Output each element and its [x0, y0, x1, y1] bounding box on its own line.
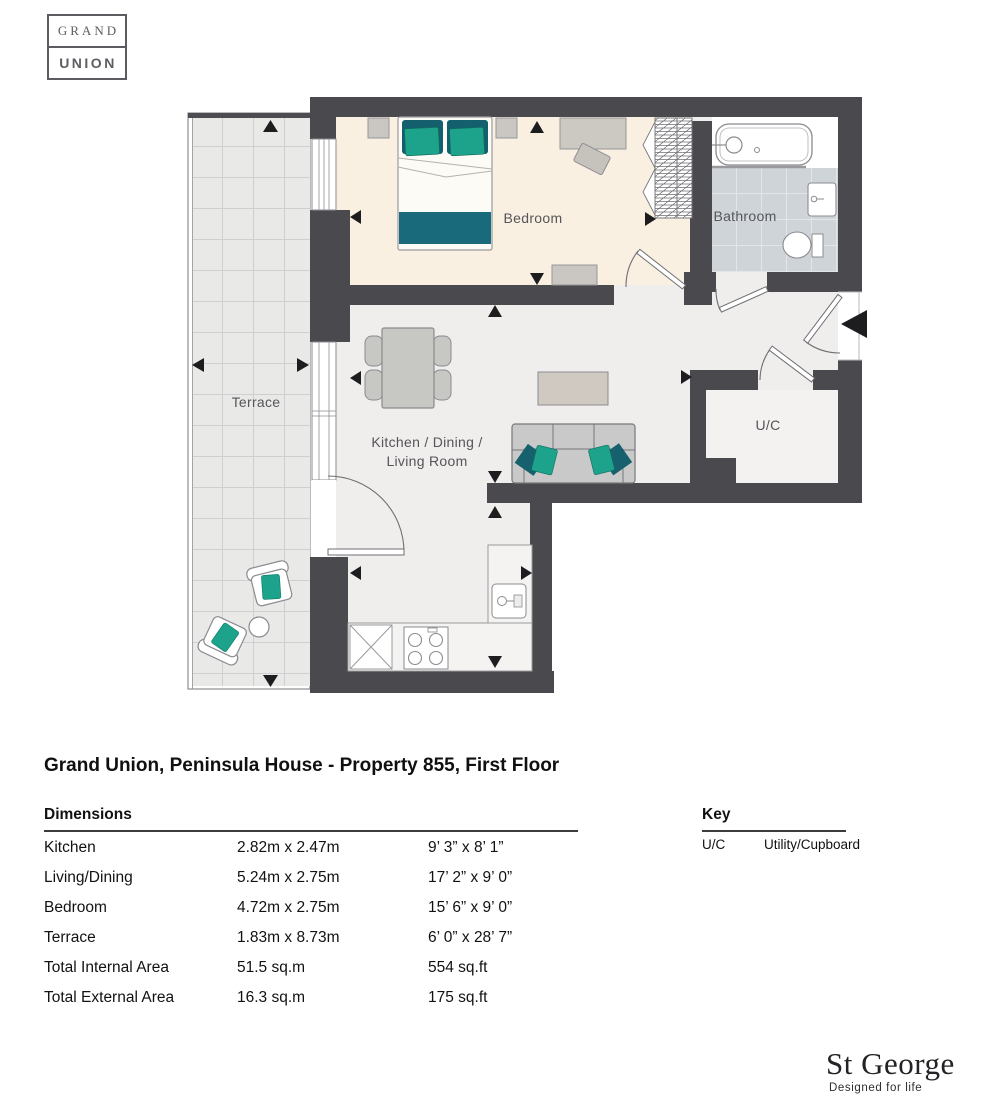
table-row: Total External Area 16.3 sq.m 175 sq.ft	[44, 989, 604, 1011]
terrace-furniture	[197, 560, 293, 666]
walls	[310, 97, 862, 693]
bathtub	[712, 123, 813, 169]
terrace-window	[311, 138, 337, 211]
dim-label: Total Internal Area	[44, 959, 169, 976]
kitchen-label-line1: Kitchen / Dining /	[371, 434, 482, 450]
dim-label: Total External Area	[44, 989, 175, 1006]
terrace-arrow-left-icon	[192, 358, 204, 372]
doors	[327, 248, 862, 556]
uc-label: U/C	[755, 417, 780, 433]
terrace	[187, 112, 311, 690]
terrace-label: Terrace	[232, 394, 281, 410]
coffee-table	[537, 371, 609, 406]
table-row: Bedroom 4.72m x 2.75m 15’ 6” x 9’ 0”	[44, 899, 604, 921]
hob	[403, 626, 449, 670]
bedroom-label: Bedroom	[504, 210, 563, 226]
terrace-chair-2	[197, 616, 247, 666]
dim-metric: 5.24m x 2.75m	[237, 869, 340, 886]
bedside-table-left	[367, 117, 390, 139]
page-title: Grand Union, Peninsula House - Property …	[44, 755, 560, 776]
terrace-side-table	[248, 616, 270, 638]
bathroom-door	[715, 286, 769, 313]
dimensions-header: Dimensions	[44, 806, 132, 823]
living-arrow-up-icon	[488, 305, 502, 317]
living-arrow-right-icon	[681, 370, 692, 384]
dining-set	[364, 327, 452, 409]
bed	[397, 116, 493, 251]
dim-metric: 2.82m x 2.47m	[237, 839, 340, 856]
key-abbr: U/C	[702, 837, 726, 852]
kitchen-counter	[347, 544, 533, 672]
terrace-arrow-right-icon	[297, 358, 309, 372]
table-row: Kitchen 2.82m x 2.47m 9’ 3” x 8’ 1”	[44, 839, 604, 861]
bedroom-arrow-left-icon	[350, 210, 361, 224]
dim-label: Kitchen	[44, 839, 96, 856]
kitchen-arrow-left-icon	[350, 566, 361, 580]
terrace-chair-1	[246, 560, 293, 607]
dim-imperial: 175 sq.ft	[428, 989, 488, 1006]
wardrobe	[642, 117, 693, 219]
bedroom-arrow-down-icon	[530, 273, 544, 285]
entrance-door	[802, 291, 862, 361]
table-row: Total Internal Area 51.5 sq.m 554 sq.ft	[44, 959, 604, 981]
key-underline	[702, 830, 846, 832]
desk	[559, 117, 627, 150]
terrace-arrow-up-icon	[263, 120, 278, 132]
measure-arrow-icons	[192, 120, 867, 687]
brand-tagline: Designed for life	[829, 1082, 923, 1094]
bedroom-dresser	[551, 264, 598, 286]
dimensions-underline	[44, 830, 578, 832]
dim-metric: 4.72m x 2.75m	[237, 899, 340, 916]
brand-name: St George	[826, 1046, 955, 1081]
bathroom-label: Bathroom	[713, 208, 776, 224]
bathroom-sink	[807, 182, 837, 217]
kitchen-arrow-right-icon	[521, 566, 532, 580]
dim-label: Living/Dining	[44, 869, 133, 886]
dim-imperial: 15’ 6” x 9’ 0”	[428, 899, 513, 916]
kitchen-label-line2: Living Room	[386, 453, 467, 469]
dim-imperial: 9’ 3” x 8’ 1”	[428, 839, 504, 856]
table-row: Living/Dining 5.24m x 2.75m 17’ 2” x 9’ …	[44, 869, 604, 891]
grand-union-logo: GRAND UNION	[47, 14, 127, 80]
toilet	[782, 231, 824, 259]
dim-metric: 16.3 sq.m	[237, 989, 306, 1006]
dim-label: Bedroom	[44, 899, 107, 916]
dim-metric: 51.5 sq.m	[237, 959, 306, 976]
bedroom-arrow-up-icon	[530, 121, 544, 133]
terrace-door	[327, 475, 405, 556]
uc-door	[759, 345, 816, 383]
entrance-arrow-icon	[841, 310, 867, 338]
logo-union-text: UNION	[59, 55, 117, 71]
kitchen-sink	[491, 583, 527, 619]
dim-imperial: 6’ 0” x 28’ 7”	[428, 929, 513, 946]
living-arrow-down-icon	[488, 471, 502, 483]
dim-imperial: 17’ 2” x 9’ 0”	[428, 869, 513, 886]
dim-label: Terrace	[44, 929, 96, 946]
dim-metric: 1.83m x 8.73m	[237, 929, 340, 946]
key-desc: Utility/Cupboard	[764, 837, 861, 852]
dim-imperial: 554 sq.ft	[428, 959, 488, 976]
terrace-arrow-down-icon	[263, 675, 278, 687]
kitchen-arrow-up-icon	[488, 506, 502, 518]
desk-chair	[573, 143, 611, 175]
logo-grand-text: GRAND	[49, 16, 125, 48]
floor-plan: Bedroom Bathroom Terrace Kitchen / Dinin…	[187, 97, 867, 693]
table-row: Terrace 1.83m x 8.73m 6’ 0” x 28’ 7”	[44, 929, 604, 951]
sofa	[511, 423, 636, 484]
bedside-table-right	[495, 117, 518, 139]
kitchen-arrow-down-icon	[488, 656, 502, 668]
key-header: Key	[702, 806, 731, 823]
terrace-door-glazing	[311, 341, 337, 557]
living-arrow-left-icon	[350, 371, 361, 385]
bedroom-floor	[334, 117, 692, 285]
bedroom-door	[625, 248, 687, 290]
bedroom-arrow-right-icon	[645, 212, 656, 226]
